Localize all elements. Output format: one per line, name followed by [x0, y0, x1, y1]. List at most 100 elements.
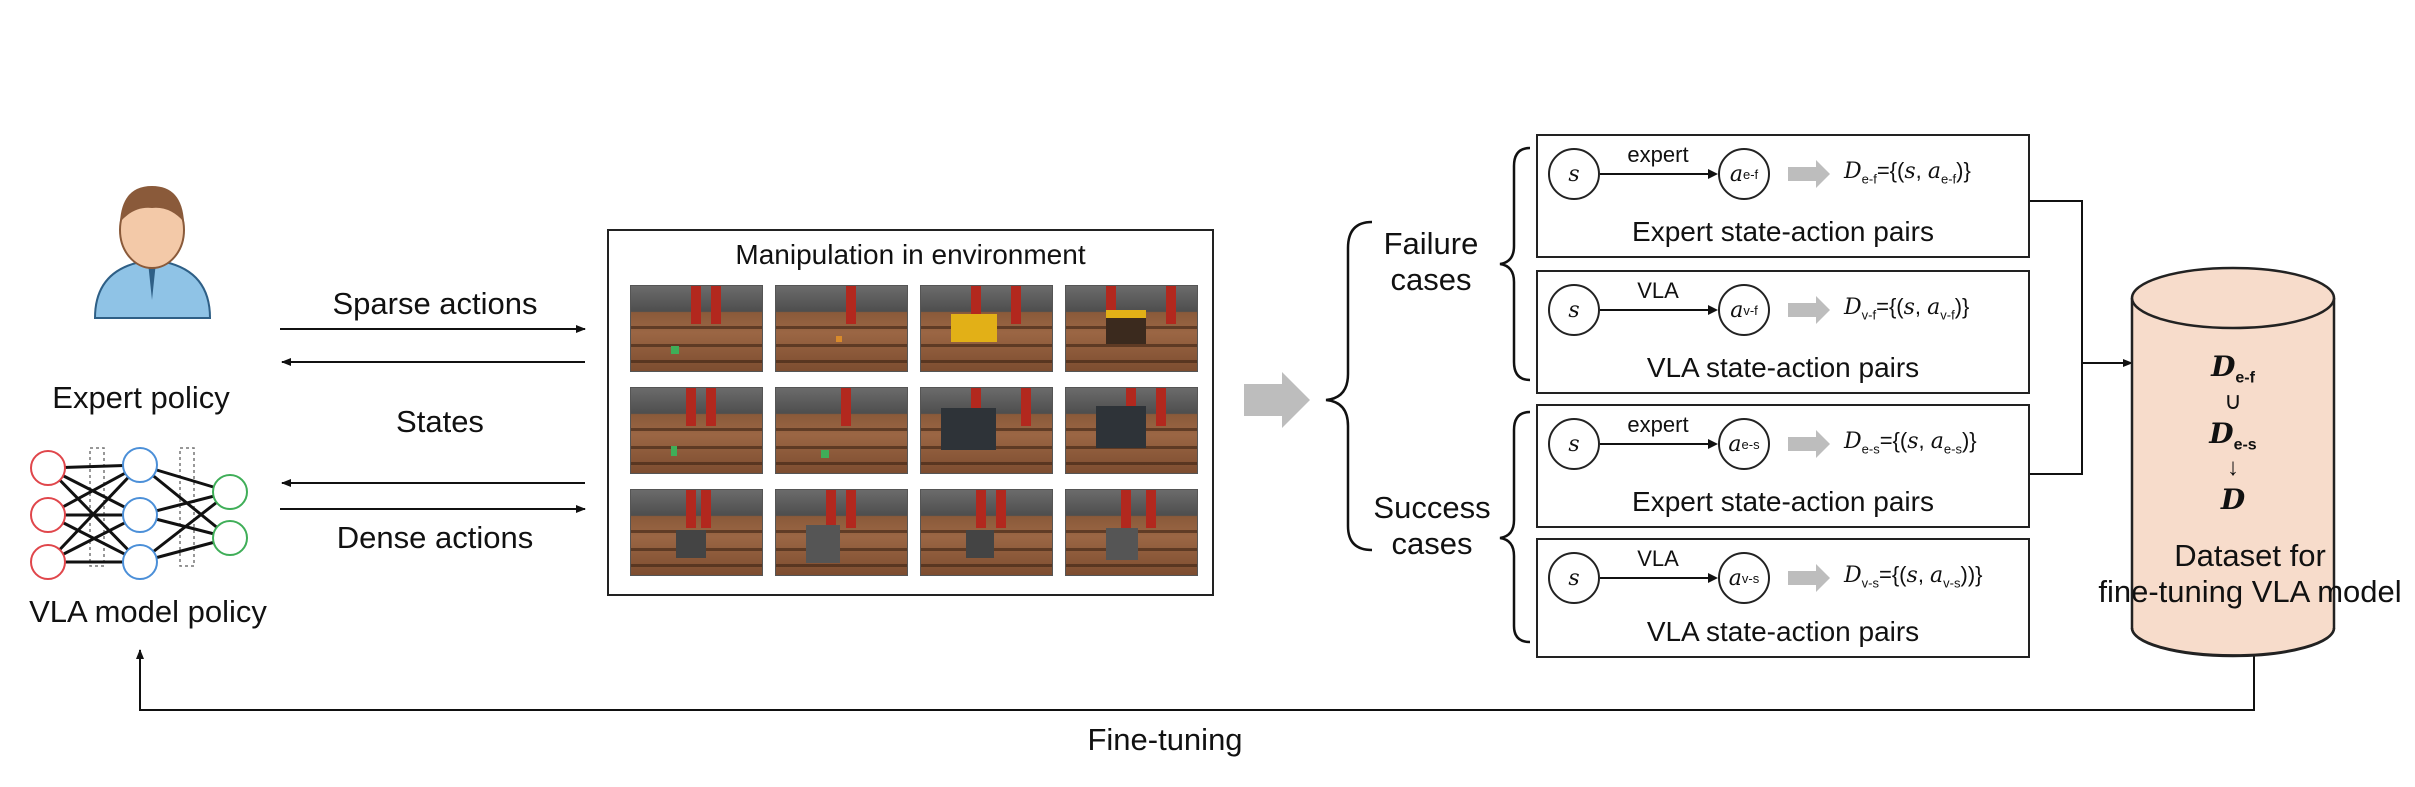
- down-arrow-symbol: ↓: [2227, 454, 2239, 482]
- formula-d-subscript: v-f: [1861, 307, 1877, 323]
- pair-title: VLA state-action pairs: [1646, 352, 1920, 383]
- dataset-cylinder: [2130, 266, 2336, 658]
- success-line1: Success: [1373, 490, 1491, 525]
- edge-label: expert: [1627, 412, 1689, 437]
- success-line2: cases: [1391, 525, 1473, 561]
- person-icon: [93, 186, 212, 319]
- environment-thumbnail: [920, 285, 1053, 372]
- grey-arrow: [1788, 160, 1830, 188]
- formula-action-subscript: e-s: [1943, 441, 1962, 457]
- pair-arrows: [1600, 564, 1830, 592]
- environment-thumbnail: [1065, 387, 1198, 474]
- edge-arrowhead: [1708, 305, 1718, 315]
- formula-state: s: [1903, 295, 1915, 320]
- formula-prefix: ={(: [1876, 158, 1905, 183]
- states-label: States: [396, 404, 484, 439]
- d-es-symbol: D: [2209, 416, 2234, 450]
- formula-action: a: [1930, 563, 1944, 588]
- action-subscript: v-s: [1741, 570, 1760, 586]
- failure-line2: cases: [1390, 261, 1472, 297]
- dense-actions-label: Dense actions: [336, 520, 534, 555]
- environment-panel: Manipulation in environment: [607, 229, 1214, 596]
- success-brace: [1499, 410, 1531, 644]
- formula-action: a: [1927, 159, 1941, 184]
- pair-title: VLA state-action pairs: [1646, 616, 1920, 647]
- dataset-label: Dataset for fine-tuning VLA model: [2080, 538, 2415, 609]
- dataset-label-line2: fine-tuning VLA model: [2098, 573, 2402, 609]
- environment-title: Manipulation in environment: [735, 239, 1086, 270]
- formula-action-subscript: v-s: [1943, 575, 1961, 591]
- environment-thumbnail: [630, 489, 763, 576]
- grey-arrow-to-cases: [1244, 372, 1310, 428]
- environment-thumbnail: [1065, 285, 1198, 372]
- expert-pairs-collector: [2030, 200, 2083, 475]
- formula-d-subscript: v-s: [1861, 575, 1879, 591]
- formula-state: s: [1907, 429, 1919, 454]
- formula-suffix: )}: [1961, 428, 1977, 453]
- formula-state: s: [1906, 563, 1918, 588]
- formula-d-symbol: D: [1844, 295, 1862, 320]
- environment-thumbnail: [775, 285, 908, 372]
- success-cases-label: Success cases: [1362, 490, 1502, 561]
- grey-arrow: [1788, 430, 1830, 458]
- pair-arrows: [1600, 160, 1830, 188]
- formula-prefix: ={(: [1878, 562, 1907, 587]
- environment-thumbnail: [630, 387, 763, 474]
- pair-dataset-formula: De-f={(s, ae-f)}: [1844, 158, 1971, 186]
- neural-network-icon: [30, 447, 248, 580]
- sparse-actions-label: Sparse actions: [332, 286, 538, 321]
- action-symbol: a: [1730, 297, 1744, 323]
- pair-title: Expert state-action pairs: [1632, 486, 1934, 517]
- pair-dataset-formula: Dv-f={(s, av-f)}: [1844, 294, 1969, 322]
- formula-action: a: [1930, 429, 1944, 454]
- formula-state: s: [1904, 159, 1916, 184]
- dataset-contents: De-f ∪ De-s ↓ D: [2160, 350, 2306, 517]
- action-symbol: a: [1728, 565, 1742, 591]
- formula-prefix: ={(: [1879, 428, 1908, 453]
- cases-brace: [1325, 220, 1373, 552]
- formula-d-symbol: D: [1844, 429, 1862, 454]
- edge-label: VLA: [1637, 546, 1679, 571]
- formula-prefix: ={(: [1876, 294, 1904, 319]
- dataset-d: D: [2220, 483, 2246, 517]
- formula-action-subscript: v-f: [1940, 307, 1955, 323]
- environment-thumbnail: [775, 489, 908, 576]
- state-node: s: [1548, 284, 1600, 336]
- vla-model-policy-label: VLA model policy: [29, 594, 267, 629]
- action-subscript: e-s: [1741, 436, 1760, 452]
- environment-thumbnail: [775, 387, 908, 474]
- formula-d-symbol: D: [1844, 563, 1862, 588]
- formula-suffix: )}: [1956, 158, 1971, 183]
- pair-title: Expert state-action pairs: [1632, 216, 1934, 247]
- edge-arrowhead: [1708, 169, 1718, 179]
- state-node: s: [1548, 418, 1600, 470]
- pair-dataset-formula: Dv-s={(s, av-s))}: [1844, 562, 1983, 590]
- dataset-d-es: De-s: [2160, 417, 2306, 455]
- environment-thumbnail: [920, 489, 1053, 576]
- d-ef-sub: e-f: [2235, 369, 2255, 387]
- expert-policy-label: Expert policy: [52, 380, 230, 415]
- formula-suffix: )}: [1954, 294, 1970, 319]
- d-ef-symbol: D: [2211, 350, 2236, 383]
- environment-thumbnail: [1065, 489, 1198, 576]
- fine-tuning-loop: [136, 638, 2255, 711]
- grey-arrow: [1788, 296, 1830, 324]
- dataset-label-line1: Dataset for: [2174, 538, 2326, 573]
- formula-suffix: ))}: [1960, 562, 1983, 587]
- formula-d-subscript: e-f: [1861, 171, 1877, 187]
- formula-comma: ,: [1918, 428, 1931, 453]
- environment-thumbnail: [920, 387, 1053, 474]
- environment-thumbnails: [630, 285, 1200, 585]
- union-symbol: ∪: [2224, 387, 2242, 415]
- formula-action-subscript: e-f: [1941, 171, 1957, 187]
- formula-action: a: [1927, 295, 1941, 320]
- state-node: s: [1548, 552, 1600, 604]
- action-subscript: v-f: [1743, 302, 1758, 318]
